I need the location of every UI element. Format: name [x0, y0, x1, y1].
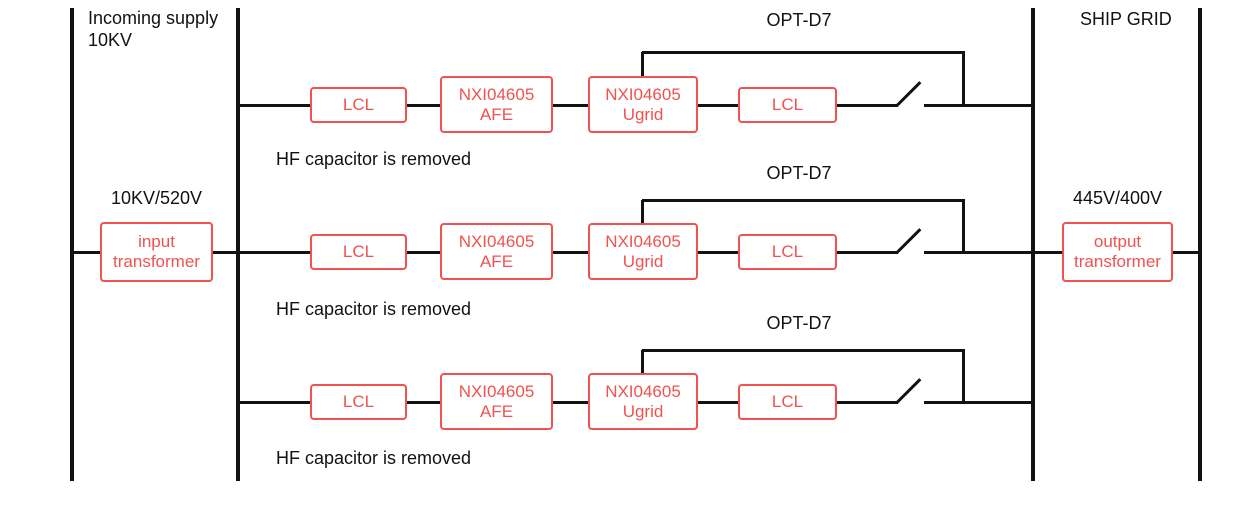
bypass-wire-stub [641, 52, 644, 77]
ugrid-label-line1: NXI04605 [605, 231, 681, 251]
incoming-supply-title-line1: Incoming supply [88, 8, 219, 28]
ugrid-label-line1: NXI04605 [605, 84, 681, 104]
disconnect-switch-blade [895, 378, 922, 404]
afe-label-line1: NXI04605 [458, 231, 535, 251]
ugrid-inverter-box: NXI04605 Ugrid [588, 223, 698, 280]
wire [407, 104, 440, 107]
wire [553, 401, 588, 404]
wire [698, 401, 738, 404]
hf-capacitor-note: HF capacitor is removed [276, 299, 472, 319]
afe-label-line2: AFE [479, 104, 514, 124]
ugrid-label-line2: Ugrid [622, 104, 664, 124]
lcl-filter-input-box: LCL [310, 384, 407, 420]
output-transformer-label-line2: transformer [1074, 252, 1161, 271]
wire [1173, 251, 1200, 254]
lcl-label: LCL [771, 242, 804, 261]
wire [698, 251, 738, 254]
bypass-wire-drop [962, 350, 965, 402]
lcl-label: LCL [342, 242, 375, 261]
afe-converter-box: NXI04605 AFE [440, 223, 553, 280]
input-transformer-ratio: 10KV/520V [110, 188, 203, 208]
lcl-label: LCL [771, 392, 804, 411]
lcl-filter-input-box: LCL [310, 87, 407, 123]
ship-grid-busbar [1198, 8, 1202, 481]
ugrid-inverter-box: NXI04605 Ugrid [588, 373, 698, 430]
bypass-option-label: OPT-D7 [766, 313, 832, 333]
lcl-label: LCL [342, 392, 375, 411]
wire [924, 104, 1033, 107]
afe-label-line2: AFE [479, 401, 514, 421]
wire [407, 251, 440, 254]
ugrid-label-line1: NXI04605 [605, 381, 681, 401]
bypass-option-label: OPT-D7 [766, 10, 832, 30]
ugrid-label-line2: Ugrid [622, 251, 664, 271]
bypass-wire-top [642, 51, 965, 54]
wire [238, 251, 310, 254]
lcl-label: LCL [771, 95, 804, 114]
afe-converter-box: NXI04605 AFE [440, 373, 553, 430]
ship-grid-title: SHIP GRID [1080, 9, 1172, 29]
ugrid-inverter-box: NXI04605 Ugrid [588, 76, 698, 133]
bypass-wire-stub [641, 200, 644, 224]
bypass-wire-top [642, 199, 965, 202]
afe-converter-box: NXI04605 AFE [440, 76, 553, 133]
disconnect-switch-blade [895, 81, 922, 107]
lcl-label: LCL [342, 95, 375, 114]
bypass-option-label: OPT-D7 [766, 163, 832, 183]
wire [837, 401, 898, 404]
wire [238, 104, 310, 107]
wire [698, 104, 738, 107]
lcl-filter-output-box: LCL [738, 384, 837, 420]
wire [72, 251, 100, 254]
disconnect-switch-blade [895, 228, 922, 254]
input-transformer-label-line2: transformer [113, 252, 200, 271]
bypass-wire-stub [641, 350, 644, 373]
bypass-wire-drop [962, 52, 965, 105]
afe-label-line1: NXI04605 [458, 381, 535, 401]
output-transformer-label-line1: output [1093, 232, 1142, 251]
bypass-wire-drop [962, 200, 965, 252]
incoming-supply-title-line2: 10KV [88, 30, 133, 50]
converter-output-busbar [1031, 8, 1035, 481]
wire [553, 251, 588, 254]
lcl-filter-output-box: LCL [738, 234, 837, 270]
output-transformer-ratio: 445V/400V [1072, 188, 1163, 208]
wire [407, 401, 440, 404]
wire [837, 251, 898, 254]
wire [1033, 251, 1062, 254]
wire [213, 251, 238, 254]
wire [924, 251, 1033, 254]
lv-distribution-busbar [236, 8, 240, 481]
input-transformer-box: input transformer [100, 222, 213, 282]
input-transformer-label-line1: input [138, 232, 175, 251]
wire [924, 401, 1033, 404]
output-transformer-box: output transformer [1062, 222, 1173, 282]
lcl-filter-input-box: LCL [310, 234, 407, 270]
wire [553, 104, 588, 107]
afe-label-line1: NXI04605 [458, 84, 535, 104]
bypass-wire-top [642, 349, 965, 352]
incoming-supply-busbar [70, 8, 74, 481]
hf-capacitor-note: HF capacitor is removed [276, 149, 472, 169]
afe-label-line2: AFE [479, 251, 514, 271]
hf-capacitor-note: HF capacitor is removed [276, 448, 472, 468]
ugrid-label-line2: Ugrid [622, 401, 664, 421]
wire [837, 104, 898, 107]
wire [238, 401, 310, 404]
lcl-filter-output-box: LCL [738, 87, 837, 123]
